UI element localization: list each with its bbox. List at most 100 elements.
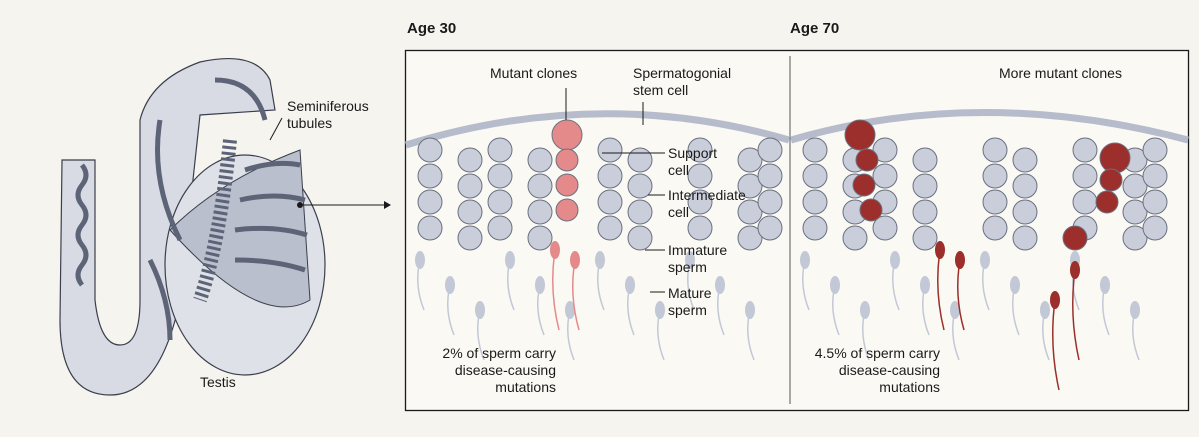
- mutant-sperm: [1070, 261, 1080, 279]
- normal-cell: [457, 199, 483, 225]
- normal-cell: [597, 215, 623, 241]
- sperm: [655, 301, 665, 319]
- label-line: cell: [668, 204, 690, 220]
- mutant-sperm: [1050, 291, 1060, 309]
- normal-cell: [737, 173, 763, 199]
- normal-cell: [872, 215, 898, 241]
- normal-cell: [1072, 163, 1098, 189]
- sperm: [1130, 301, 1140, 319]
- normal-cell: [417, 163, 443, 189]
- normal-cell: [687, 189, 713, 215]
- normal-cell: [1012, 147, 1038, 173]
- normal-cell: [457, 147, 483, 173]
- normal-cell: [487, 137, 513, 163]
- normal-cell: [1142, 137, 1168, 163]
- normal-cell: [802, 163, 828, 189]
- mutant-cell: [1095, 190, 1119, 214]
- age-30-title: Age 30: [407, 20, 457, 37]
- normal-cell: [1012, 199, 1038, 225]
- normal-cell: [802, 189, 828, 215]
- sperm: [980, 251, 990, 269]
- sperm: [595, 251, 605, 269]
- mutant-cell: [555, 173, 579, 197]
- normal-cell: [1142, 215, 1168, 241]
- normal-cell: [487, 215, 513, 241]
- normal-cell: [802, 215, 828, 241]
- sperm: [625, 276, 635, 294]
- mutant-cell: [555, 198, 579, 222]
- normal-cell: [487, 189, 513, 215]
- mutant-sperm: [550, 241, 560, 259]
- normal-cell: [1012, 173, 1038, 199]
- normal-cell: [737, 225, 763, 251]
- mutant-clones-label: Mutant clones: [490, 65, 578, 81]
- sperm: [565, 301, 575, 319]
- label-line: Seminiferous: [287, 98, 369, 114]
- mutant-cell: [852, 173, 876, 197]
- mutant-sperm: [935, 241, 945, 259]
- sperm: [1010, 276, 1020, 294]
- sperm: [830, 276, 840, 294]
- normal-cell: [982, 137, 1008, 163]
- normal-cell: [1142, 189, 1168, 215]
- label-line: Immature: [668, 242, 728, 258]
- mutant-cell: [1099, 142, 1131, 174]
- normal-cell: [912, 173, 938, 199]
- normal-cell: [1122, 225, 1148, 251]
- testis-illustration: [59, 57, 391, 396]
- sperm: [890, 251, 900, 269]
- mutant-cell: [859, 198, 883, 222]
- sperm: [685, 251, 695, 269]
- label-line: stem cell: [633, 82, 689, 98]
- label-line: cell: [668, 162, 690, 178]
- normal-cell: [527, 147, 553, 173]
- vas-deferens: [59, 57, 276, 396]
- sperm: [445, 276, 455, 294]
- sperm: [415, 251, 425, 269]
- normal-cell: [687, 163, 713, 189]
- normal-cell: [457, 173, 483, 199]
- normal-cell: [597, 137, 623, 163]
- normal-cell: [527, 199, 553, 225]
- normal-cell: [737, 147, 763, 173]
- caption-line: mutations: [879, 379, 940, 395]
- label-line: sperm: [668, 259, 707, 275]
- normal-cell: [1142, 163, 1168, 189]
- testis-label: Testis: [200, 374, 236, 390]
- sperm: [715, 276, 725, 294]
- mutant-cell: [551, 119, 583, 151]
- sperm: [475, 301, 485, 319]
- normal-cell: [687, 137, 713, 163]
- mutant-cell: [1099, 168, 1123, 192]
- normal-cell: [527, 225, 553, 251]
- label-line: sperm: [668, 302, 707, 318]
- sperm: [950, 301, 960, 319]
- caption-line: 4.5% of sperm carry: [814, 345, 940, 361]
- normal-cell: [802, 137, 828, 163]
- mutant-cell: [844, 119, 876, 151]
- normal-cell: [1122, 199, 1148, 225]
- label-line: Support: [668, 145, 718, 161]
- sperm: [1100, 276, 1110, 294]
- mutant-sperm: [955, 251, 965, 269]
- mutant-sperm-tail: [1052, 299, 1060, 391]
- sperm: [1040, 301, 1050, 319]
- normal-cell: [417, 189, 443, 215]
- normal-cell: [687, 215, 713, 241]
- normal-cell: [627, 173, 653, 199]
- normal-cell: [417, 215, 443, 241]
- normal-cell: [842, 225, 868, 251]
- normal-cell: [417, 137, 443, 163]
- normal-cell: [1072, 189, 1098, 215]
- normal-cell: [757, 163, 783, 189]
- normal-cell: [912, 199, 938, 225]
- arrow-icon: [384, 201, 391, 209]
- normal-cell: [737, 199, 763, 225]
